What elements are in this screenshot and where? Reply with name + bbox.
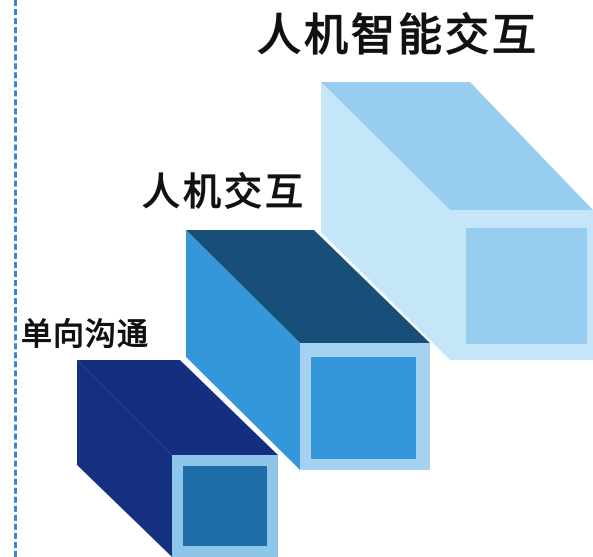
prism-small-top-face: [77, 360, 278, 455]
prism-small-side-face: [77, 360, 172, 557]
label-human-machine-intelligent-interaction: 人机智能交互: [257, 10, 539, 61]
prism-small-front-inner: [183, 466, 267, 546]
prism-small: [77, 360, 278, 557]
prism-large-top-face: [321, 82, 593, 210]
prism-medium-top-face: [186, 230, 430, 343]
label-one-way-communication: 单向沟通: [21, 317, 149, 353]
prism-medium-front-inner: [311, 357, 416, 459]
prism-large-side-face: [321, 82, 450, 360]
vertical-dashed-divider: [14, 0, 17, 557]
label-human-machine-interaction: 人机交互: [142, 169, 307, 214]
prism-large: [321, 82, 593, 360]
prism-medium: [186, 230, 430, 470]
prism-large-front-inner: [466, 228, 587, 344]
prism-medium-side-face: [186, 230, 300, 470]
